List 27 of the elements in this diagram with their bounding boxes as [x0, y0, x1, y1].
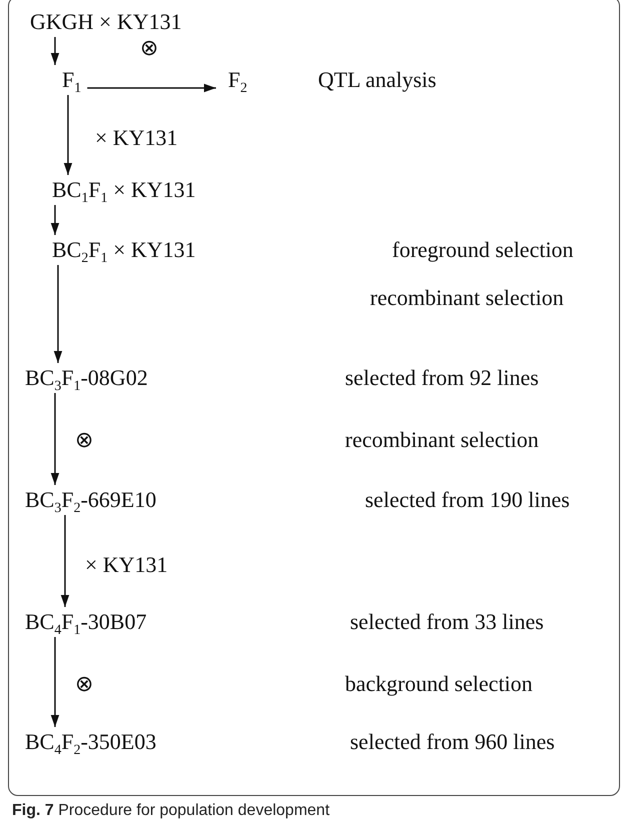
arrow — [54, 265, 62, 363]
arrow — [87, 84, 216, 92]
arrow — [60, 515, 70, 607]
figure-caption: Fig. 7 Procedure for population development — [12, 802, 330, 820]
generation-label: F$_{1}$ — [62, 67, 82, 93]
arrow — [50, 637, 60, 727]
generation-label: F$_{2}$ — [228, 67, 248, 93]
generation-label: BC$_{3}$F$_{2}$-669E10 — [25, 487, 156, 513]
note-text: selected from 960 lines — [350, 729, 555, 755]
generation-label: GKGH × KY131 — [30, 9, 182, 35]
generation-label: BC$_{4}$F$_{2}$-350E03 — [25, 729, 156, 755]
note-text: foreground selection — [392, 237, 574, 263]
note-text: background selection — [345, 671, 533, 697]
arrow — [50, 393, 60, 485]
generation-label: BC$_{1}$F$_{1}$ × KY131 — [52, 177, 196, 203]
arrow — [64, 95, 72, 175]
generation-label: BC$_{3}$F$_{1}$-08G02 — [25, 365, 148, 391]
arrow — [50, 205, 60, 235]
arrow — [50, 37, 60, 65]
note-text: QTL analysis — [318, 67, 436, 93]
note-text: selected from 92 lines — [345, 365, 539, 391]
note-text: selected from 33 lines — [350, 609, 544, 635]
note-text: selected from 190 lines — [365, 487, 570, 513]
generation-label: BC$_{4}$F$_{1}$-30B07 — [25, 609, 147, 635]
note-text: recombinant selection — [370, 285, 564, 311]
generation-label: BC$_{2}$F$_{1}$ × KY131 — [52, 237, 196, 263]
note-text: recombinant selection — [345, 427, 539, 453]
